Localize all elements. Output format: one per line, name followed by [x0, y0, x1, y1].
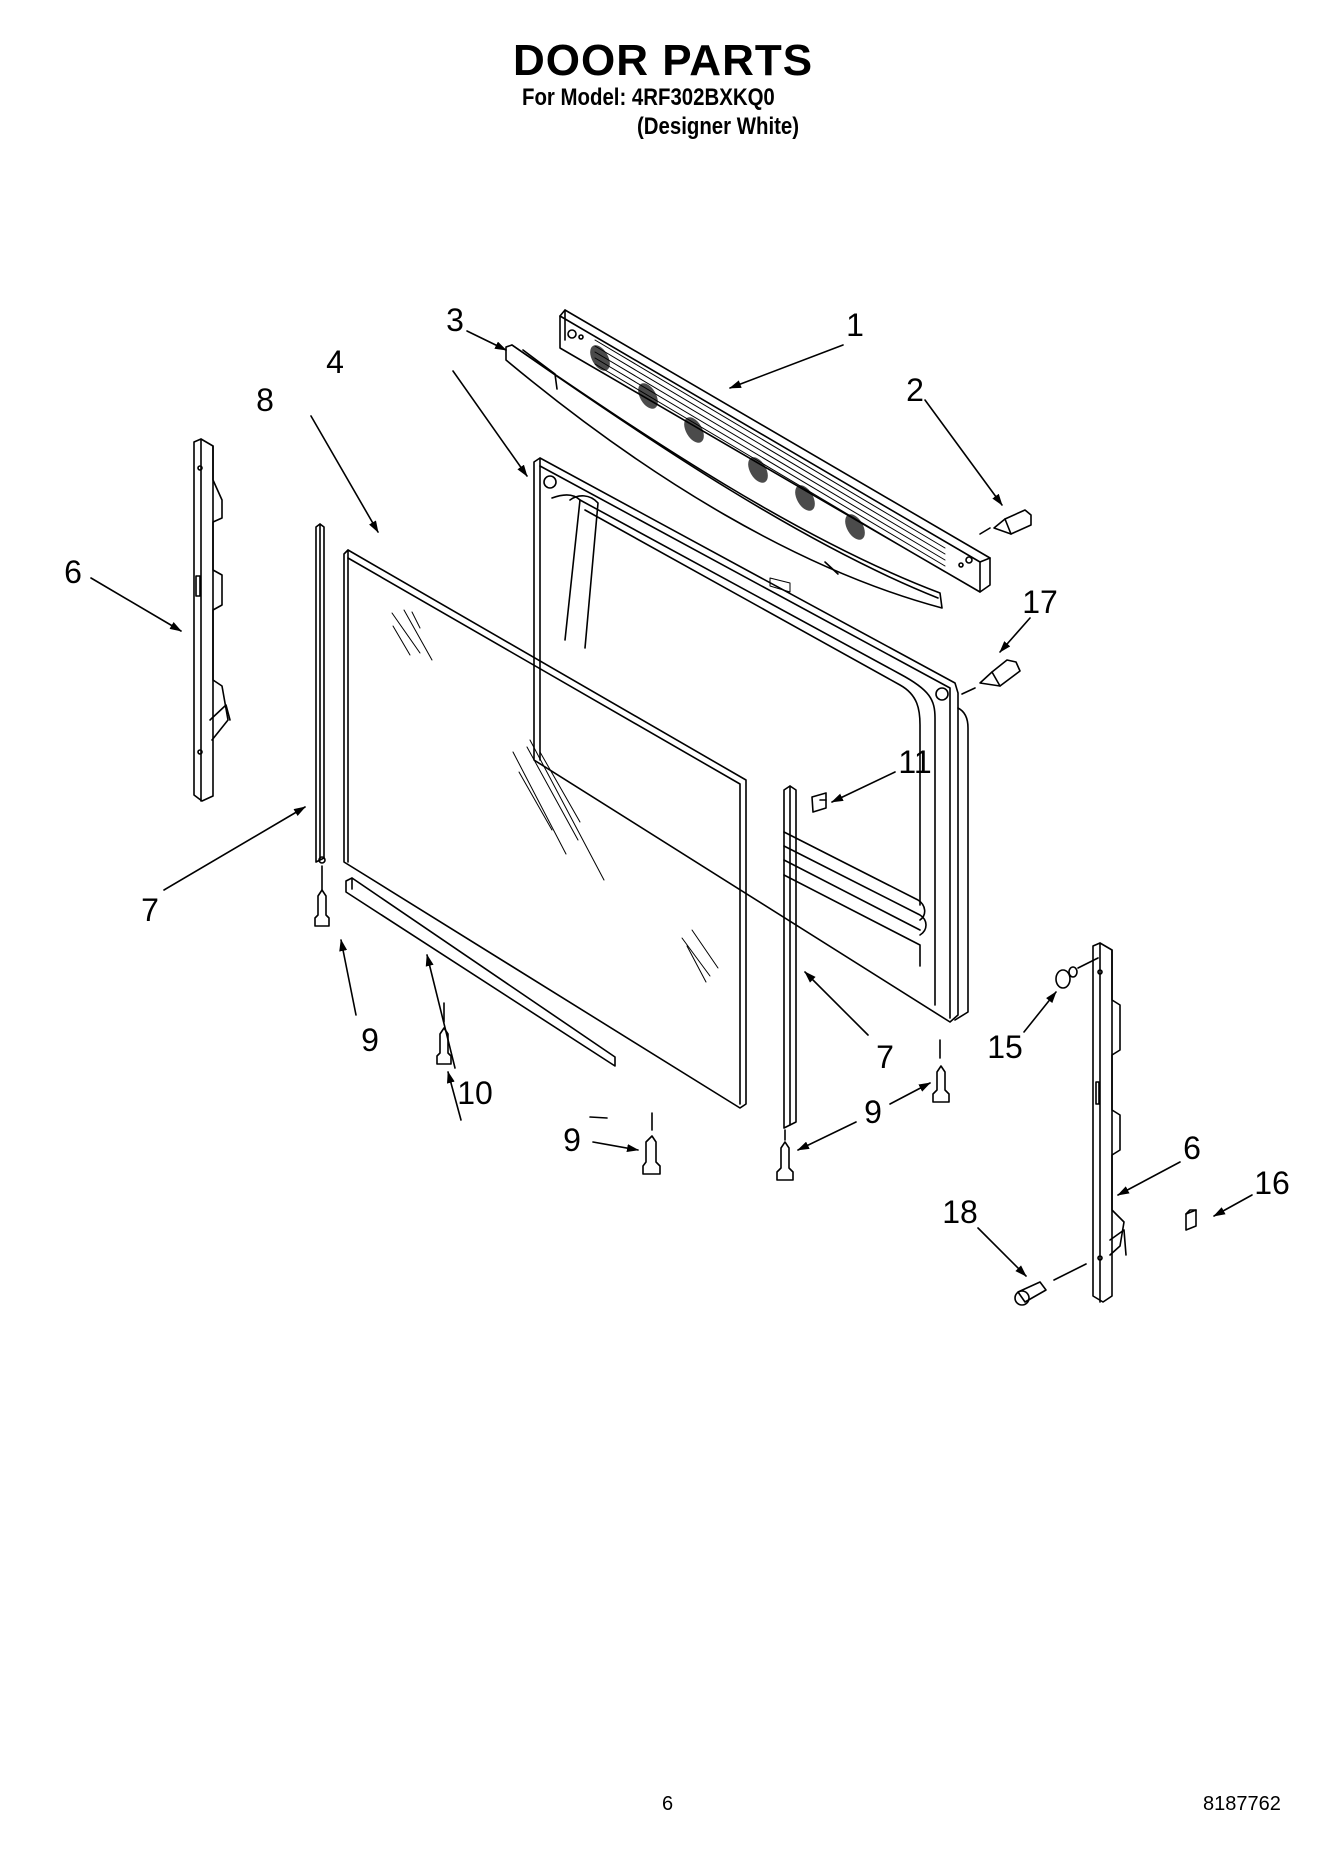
callout-6-right: 6	[1183, 1130, 1201, 1166]
part-7-channel-right	[783, 785, 797, 1129]
callout-17: 17	[1022, 584, 1058, 620]
variant-line: (Designer White)	[637, 113, 800, 140]
model-line: For Model: 4RF302BXKQ0	[522, 84, 775, 111]
callout-9-c: 9	[864, 1094, 882, 1130]
callout-7-left: 7	[141, 892, 159, 928]
part-9-screw-b	[436, 1027, 452, 1065]
part-11-clip	[811, 792, 827, 813]
document-number: 8187762	[1203, 1793, 1281, 1815]
part-4-inner-door-panel	[533, 457, 969, 1023]
part-6-hinge-right	[1092, 942, 1127, 1303]
callout-4: 4	[326, 344, 344, 380]
page-number: 6	[662, 1793, 674, 1815]
part-7-channel-left	[315, 523, 326, 864]
part-17-screw	[979, 659, 1021, 687]
part-9-screw-a	[314, 889, 330, 927]
callout-18: 18	[942, 1194, 978, 1230]
callout-1: 1	[846, 307, 864, 343]
part-3-door-handle	[505, 344, 943, 609]
callout-6-left: 6	[64, 554, 82, 590]
part-16-clip	[1185, 1209, 1197, 1231]
part-2-screw	[993, 509, 1032, 535]
part-9-screw-d	[776, 1141, 794, 1181]
part-6-hinge-left	[193, 438, 231, 802]
callout-2: 2	[906, 372, 924, 408]
callout-8: 8	[256, 382, 274, 418]
callout-9-a: 9	[361, 1022, 379, 1058]
part-9-screw-c	[642, 1135, 661, 1175]
part-10-bottom-trim	[345, 877, 616, 1067]
callout-9-b: 9	[563, 1122, 581, 1158]
part-18-screw	[1014, 1281, 1047, 1306]
part-8-door-glass	[343, 549, 747, 1109]
callout-11: 11	[898, 744, 932, 780]
callout-15: 15	[987, 1029, 1023, 1065]
part-1-vent-trim	[559, 309, 991, 593]
callout-3: 3	[446, 302, 464, 338]
callout-10: 10	[457, 1075, 493, 1111]
callout-7-right: 7	[876, 1039, 894, 1075]
part-9-screw-e	[932, 1065, 950, 1103]
part-15-bumper	[1055, 966, 1078, 989]
callout-16: 16	[1254, 1165, 1290, 1201]
